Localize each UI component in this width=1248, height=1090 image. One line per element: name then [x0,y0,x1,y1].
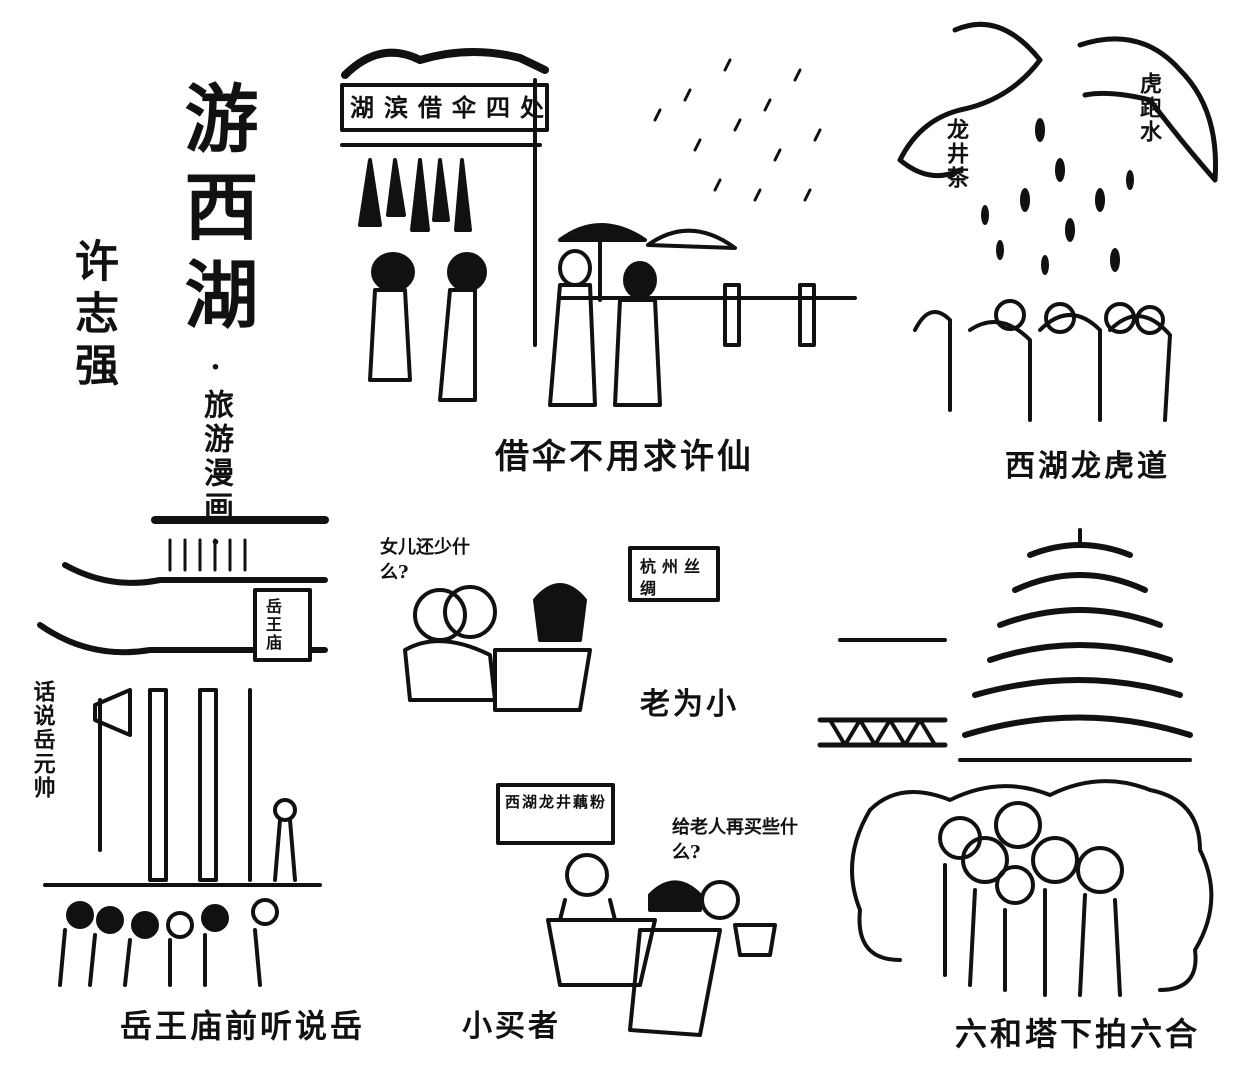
umbrella-shop-sign: 湖滨借伞四处 [350,93,554,122]
panel-pagoda-art [817,528,1214,997]
comic-title: 游西湖 [172,80,258,344]
panel-center-title: 老为小 [640,687,739,722]
panel-dragon-tiger-art [897,21,1219,422]
comic-subtitle: ·旅游漫画· [198,350,233,564]
panel-pagoda-caption: 六和塔下拍六合 [955,1015,1201,1053]
tea-sign: 西湖龙井藕粉 [505,793,608,811]
panel-dragon-tiger-caption: 西湖龙虎道 [1005,449,1170,484]
speech-bottom: 给老人再买些什么? [672,817,798,864]
temple-plaque: 岳王庙 [263,598,282,652]
panel-temple-art [37,516,329,987]
panel-shopping-caption: 小买者 [462,1009,561,1044]
panel-umbrella-caption: 借伞不用求许仙 [495,437,754,477]
storyteller-speech: 话说岳元帅 [29,680,56,800]
silk-sign: 杭州丝绸 [640,557,707,599]
speech-top: 女儿还少什么? [380,537,470,584]
panel-umbrella-art [340,47,857,407]
author-name: 许志强 [67,238,118,394]
tiger-spring-label: 虎跑水 [1136,72,1162,144]
dragon-well-label: 龙井茶 [943,118,969,190]
panel-shopping-art [403,546,777,1037]
panel-temple-caption: 岳王庙前听说岳 [120,1007,366,1045]
